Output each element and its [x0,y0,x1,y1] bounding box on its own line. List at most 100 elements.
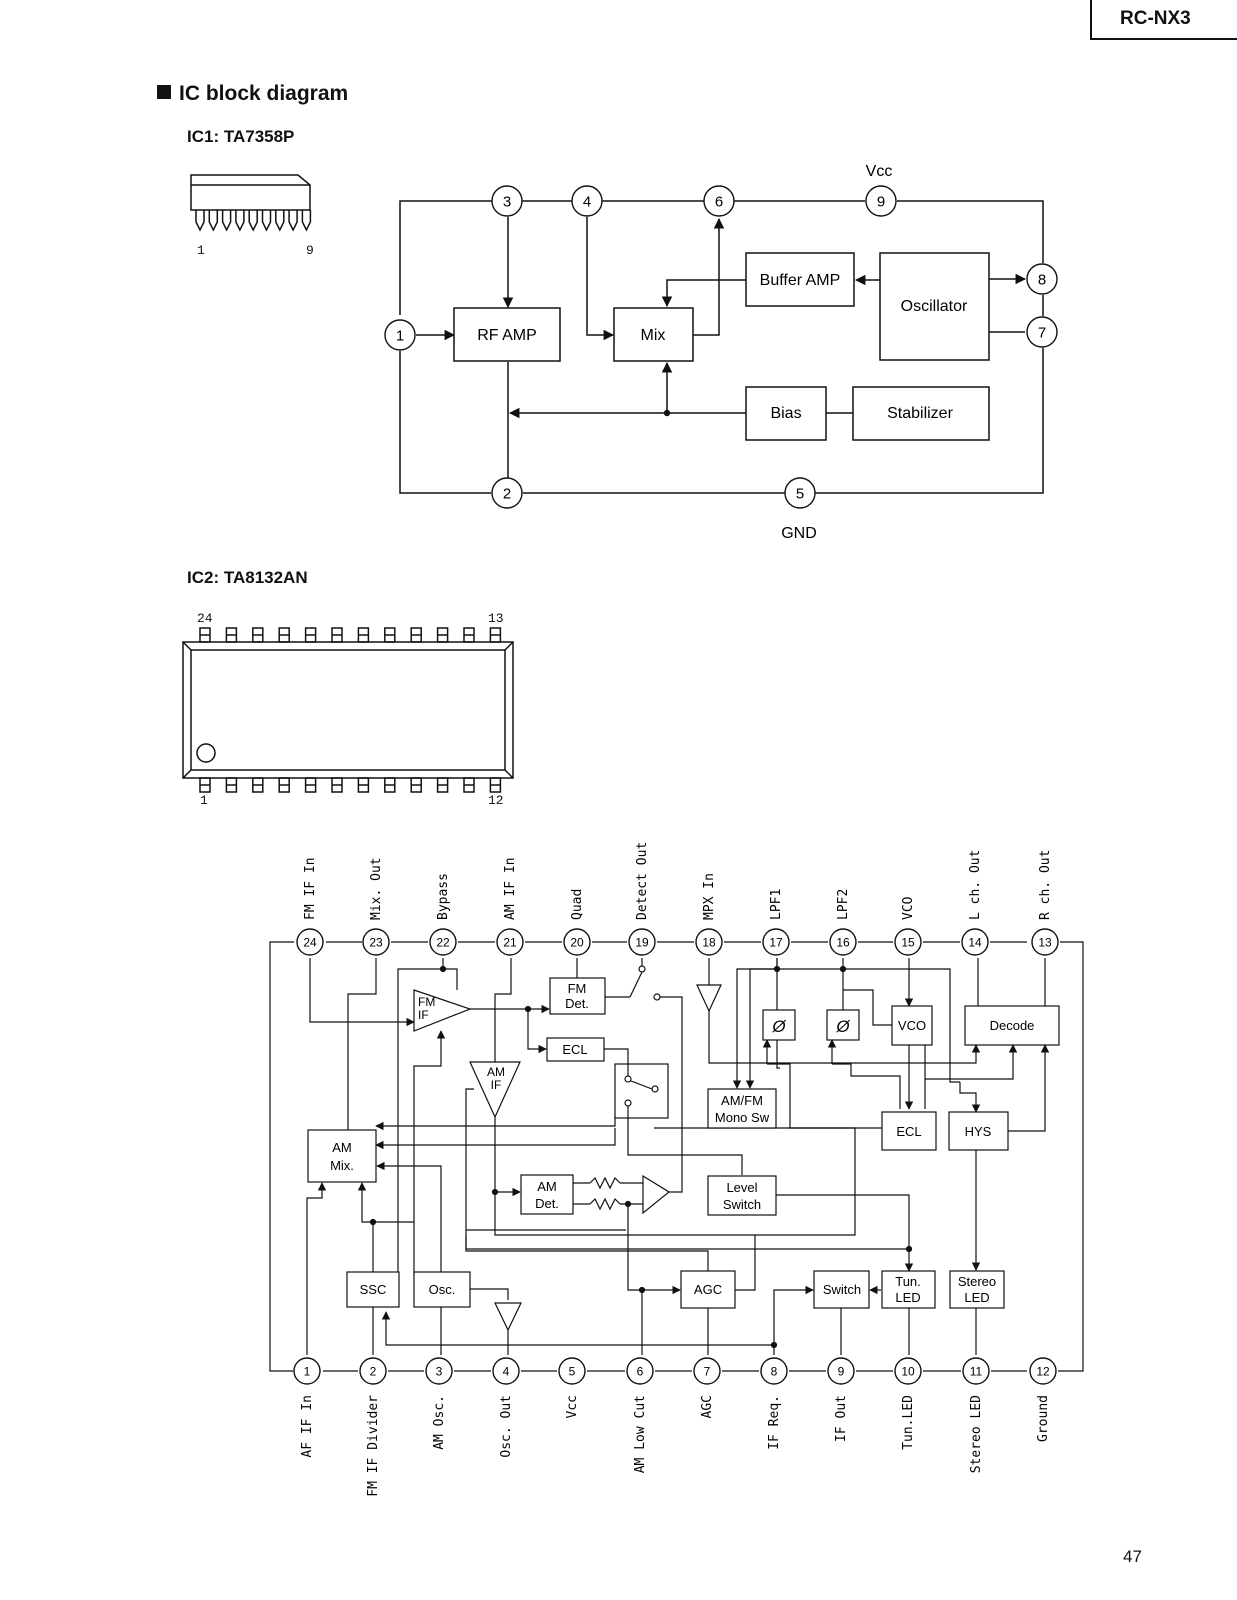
ic1-pin-9: 9 [865,185,897,217]
am-mix-label-2: Mix. [330,1158,354,1173]
ic2-pin-6-label: AM Low Cut [633,1395,648,1473]
am-det-label-2: Det. [535,1196,559,1211]
model-tag: RC-NX3 [1090,0,1237,40]
ecl-block-2: ECL [881,1111,937,1151]
am-mix-block: AM Mix. [307,1129,377,1183]
ic1-package-lead [235,210,245,232]
ic2-pin-8-label: IF Req. [767,1395,782,1450]
osc-block: Osc. [413,1271,471,1308]
ic2-package [182,627,514,793]
ic1-pin-7: 7 [1026,316,1058,348]
hys-block: HYS [948,1111,1009,1151]
ic2-pin-3-label: AM Osc. [432,1395,447,1450]
ic2-pin-16-label: LPF2 [836,889,851,920]
ic2-pin-6-number: 6 [637,1364,644,1378]
stereo-led-label-1: Stereo [958,1274,996,1289]
ic1-pin-1: 1 [384,319,416,351]
ic2-pin-12-number: 12 [1036,1364,1050,1378]
ic1-pin-8-number: 8 [1038,271,1046,288]
page-number: 47 [1123,1547,1142,1566]
vco-label: VCO [898,1018,926,1033]
ic1-pin-1-number: 1 [396,327,404,344]
ic2-pin-2-label: FM IF Divider [366,1395,381,1497]
ic2-title: IC2: TA8132AN [187,568,308,587]
decode-label: Decode [990,1018,1035,1033]
ic2-pin-5-number: 5 [569,1364,576,1378]
ic2-pin-19-label: Detect Out [635,842,650,920]
ic2-pin-21: 21 [496,928,524,956]
switch-block: Switch [813,1270,870,1309]
gnd-label: GND [781,525,817,542]
bias-label: Bias [770,405,801,422]
ic2-package-pin-bottom-right: 12 [488,793,504,808]
ecl-block-1: ECL [546,1037,605,1062]
ic2-pin-12: 12 [1029,1357,1057,1385]
ic2-pin-9-label: IF Out [834,1395,849,1442]
tun-led-block: Tun. LED [881,1270,936,1309]
ssc-label: SSC [360,1282,387,1297]
vcc-label: Vcc [866,163,893,180]
ic2-pin-20-label: Quad [570,889,585,920]
ic1-package-pin-last: 9 [306,243,314,258]
fm-if-amp: FM IF [413,989,472,1032]
ic1-package-lead [261,210,272,232]
decode-block: Decode [964,1005,1060,1046]
am-fm-mono-label-1: AM/FM [721,1093,763,1108]
fm-det-label-1: FM [568,981,587,996]
comparator-triangle [642,1174,671,1215]
ic2-pin-18-number: 18 [702,935,716,949]
ic2-pin-4: 4 [492,1357,520,1385]
ic2-pin-12-label: Ground [1036,1395,1051,1442]
ic2-pin-9-number: 9 [838,1364,845,1378]
ecl-1-label: ECL [562,1042,587,1057]
ic2-pin-7-label: AGC [700,1395,715,1418]
ic1-pin-6-number: 6 [715,193,723,210]
ic1-pin-4-number: 4 [583,193,591,210]
ic2-pin-15: 15 [894,928,922,956]
ic2-pin-21-label: AM IF In [503,857,518,920]
ic1-pin-8: 8 [1026,263,1058,295]
level-switch-block: Level Switch [707,1175,777,1216]
model-number: RC-NX3 [1120,8,1191,29]
ic2-pin-19-number: 19 [635,935,649,949]
ic2-package-pin-top-left: 24 [197,611,213,626]
ic1-blocks: RF AMP Mix Buffer AMP Oscillator Bias St… [453,163,990,542]
am-det-block: AM Det. [520,1174,574,1215]
fm-det-block: FM Det. [549,977,606,1015]
am-fm-mono-sw-block: AM/FM Mono Sw [707,1088,777,1129]
ic1-pin-2-number: 2 [503,485,511,502]
ic2-pin-18: 18 [695,928,723,956]
phase-shifter-2: Ø [826,1009,860,1041]
buffer-amp-label: Buffer AMP [760,272,841,289]
ic2-pin-23-label: Mix. Out [369,857,384,920]
ic2-pin-20-number: 20 [570,935,584,949]
stereo-led-label-2: LED [964,1290,989,1305]
ic2-pin-10-number: 10 [901,1364,915,1378]
ic1-package-lead [301,210,312,232]
ic2-pin-22: 22 [429,928,457,956]
ic2-pin-2: 2 [359,1357,387,1385]
tun-led-label-2: LED [895,1290,920,1305]
ic2-pin-18-label: MPX In [702,873,717,920]
am-fm-mono-label-2: Mono Sw [715,1110,770,1125]
ic2-pin-8-number: 8 [771,1364,778,1378]
ic1-package-lead [288,210,298,232]
ic2-pin-15-number: 15 [901,935,915,949]
ic2-pin-4-label: Osc. Out [499,1395,514,1458]
ic2-pin-22-label: Bypass [436,873,451,920]
ic1-package-lead [248,210,258,232]
level-switch-label-1: Level [726,1180,757,1195]
ic1-pin-7-number: 7 [1038,324,1046,341]
ic2-pin-24-label: FM IF In [303,857,318,920]
ic2-pin-10-label: Tun.LED [901,1395,916,1450]
ic2-pin-14-number: 14 [968,935,982,949]
ic1-package-lead [275,210,285,232]
ic2-pin-7: 7 [693,1357,721,1385]
ic1-title: IC1: TA7358P [187,127,295,146]
ic2-package-pin-bottom-left: 1 [200,793,208,808]
ic2-pin-4-number: 4 [503,1364,510,1378]
am-if-amp: AM IF [469,1061,521,1119]
